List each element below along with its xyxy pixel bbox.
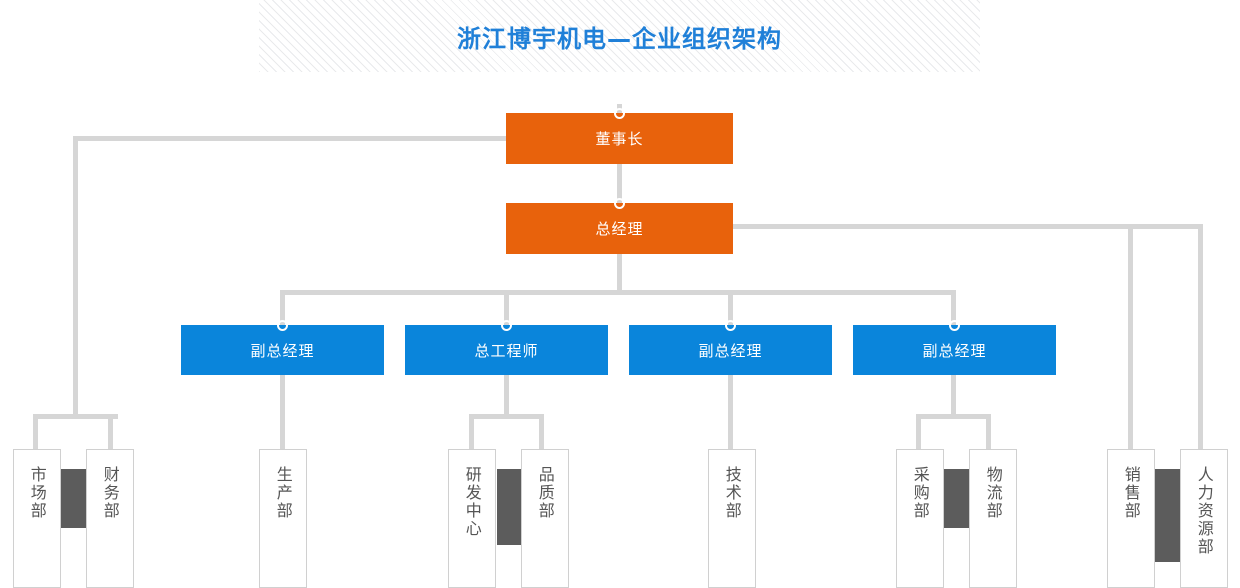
connector-chairman-to-gm	[617, 163, 622, 205]
node-chief-engineer-label: 总工程师	[474, 341, 539, 360]
dept-logistics[interactable]: 物流部	[969, 449, 1017, 588]
dept-rd-center-label: 研发中心	[462, 466, 482, 538]
node-general-manager-label: 总经理	[595, 220, 644, 238]
dept-technology-label: 技术部	[722, 466, 742, 520]
connector-market-finance-bus	[33, 414, 118, 419]
dept-quality[interactable]: 品质部	[521, 449, 569, 588]
connector-pin-icon	[614, 108, 625, 119]
connector-drop-sales	[1128, 224, 1133, 451]
dept-production-label: 生产部	[273, 466, 293, 520]
node-deputy-gm-1[interactable]: 副总经理	[181, 320, 384, 375]
connector-pin-icon	[501, 320, 512, 331]
dept-quality-label: 品质部	[535, 466, 555, 520]
dept-purchasing-label: 采购部	[910, 466, 930, 520]
node-chief-engineer[interactable]: 总工程师	[405, 320, 608, 375]
connector-drop-manager-2	[504, 290, 509, 326]
connector-chairman-left-spine	[73, 136, 78, 418]
connector-purchase-logistics-bus	[916, 414, 991, 419]
node-general-manager[interactable]: 总经理	[506, 198, 733, 254]
node-deputy-gm-3[interactable]: 副总经理	[853, 320, 1056, 375]
node-deputy-gm-2-label: 副总经理	[698, 341, 763, 360]
connector-manager2-down	[504, 374, 509, 416]
connector-drop-rd	[469, 414, 474, 451]
node-deputy-gm-3-label: 副总经理	[922, 341, 987, 360]
dept-logistics-label: 物流部	[983, 466, 1003, 520]
dept-sales-label: 销售部	[1121, 466, 1141, 520]
connector-gm-down	[617, 253, 622, 295]
connector-manager3-to-technology	[728, 374, 733, 451]
dept-technology[interactable]: 技术部	[708, 449, 756, 588]
dept-human-resources[interactable]: 人力资源部	[1180, 449, 1228, 588]
connector-gm-right-arm	[731, 224, 1203, 229]
page-title: 浙江博宇机电—企业组织架构	[457, 24, 782, 53]
dept-human-resources-label: 人力资源部	[1194, 466, 1214, 556]
decor-slab	[497, 469, 523, 545]
connector-drop-logistics	[986, 414, 991, 451]
connector-drop-market	[33, 414, 38, 451]
connector-drop-manager-4	[951, 290, 956, 326]
dept-production[interactable]: 生产部	[259, 449, 307, 588]
dept-sales[interactable]: 销售部	[1107, 449, 1155, 588]
connector-manager-bus	[280, 290, 956, 295]
connector-manager1-to-production	[280, 374, 285, 451]
connector-pin-icon	[277, 320, 288, 331]
connector-chairman-left-arm	[73, 136, 507, 141]
dept-market-label: 市场部	[27, 466, 47, 520]
connector-drop-manager-1	[280, 290, 285, 326]
node-deputy-gm-1-label: 副总经理	[250, 341, 315, 360]
node-chairman[interactable]: 董事长	[506, 108, 733, 164]
dept-rd-center[interactable]: 研发中心	[448, 449, 496, 588]
dept-finance-label: 财务部	[100, 466, 120, 520]
dept-market[interactable]: 市场部	[13, 449, 61, 588]
decor-slab	[944, 469, 970, 528]
connector-drop-manager-3	[728, 290, 733, 326]
node-deputy-gm-2[interactable]: 副总经理	[629, 320, 832, 375]
decor-slab	[1155, 469, 1181, 562]
connector-drop-purchase	[916, 414, 921, 451]
connector-pin-icon	[949, 320, 960, 331]
connector-manager4-down	[951, 374, 956, 416]
chart-title-banner: 浙江博宇机电—企业组织架构	[259, 0, 980, 72]
dept-finance[interactable]: 财务部	[86, 449, 134, 588]
connector-pin-icon	[725, 320, 736, 331]
connector-drop-finance	[108, 414, 113, 451]
connector-drop-quality	[539, 414, 544, 451]
connector-rd-quality-bus	[469, 414, 544, 419]
connector-drop-hr	[1198, 224, 1203, 451]
decor-slab	[61, 469, 87, 528]
node-chairman-label: 董事长	[595, 130, 644, 148]
dept-purchasing[interactable]: 采购部	[896, 449, 944, 588]
connector-pin-icon	[614, 198, 625, 209]
